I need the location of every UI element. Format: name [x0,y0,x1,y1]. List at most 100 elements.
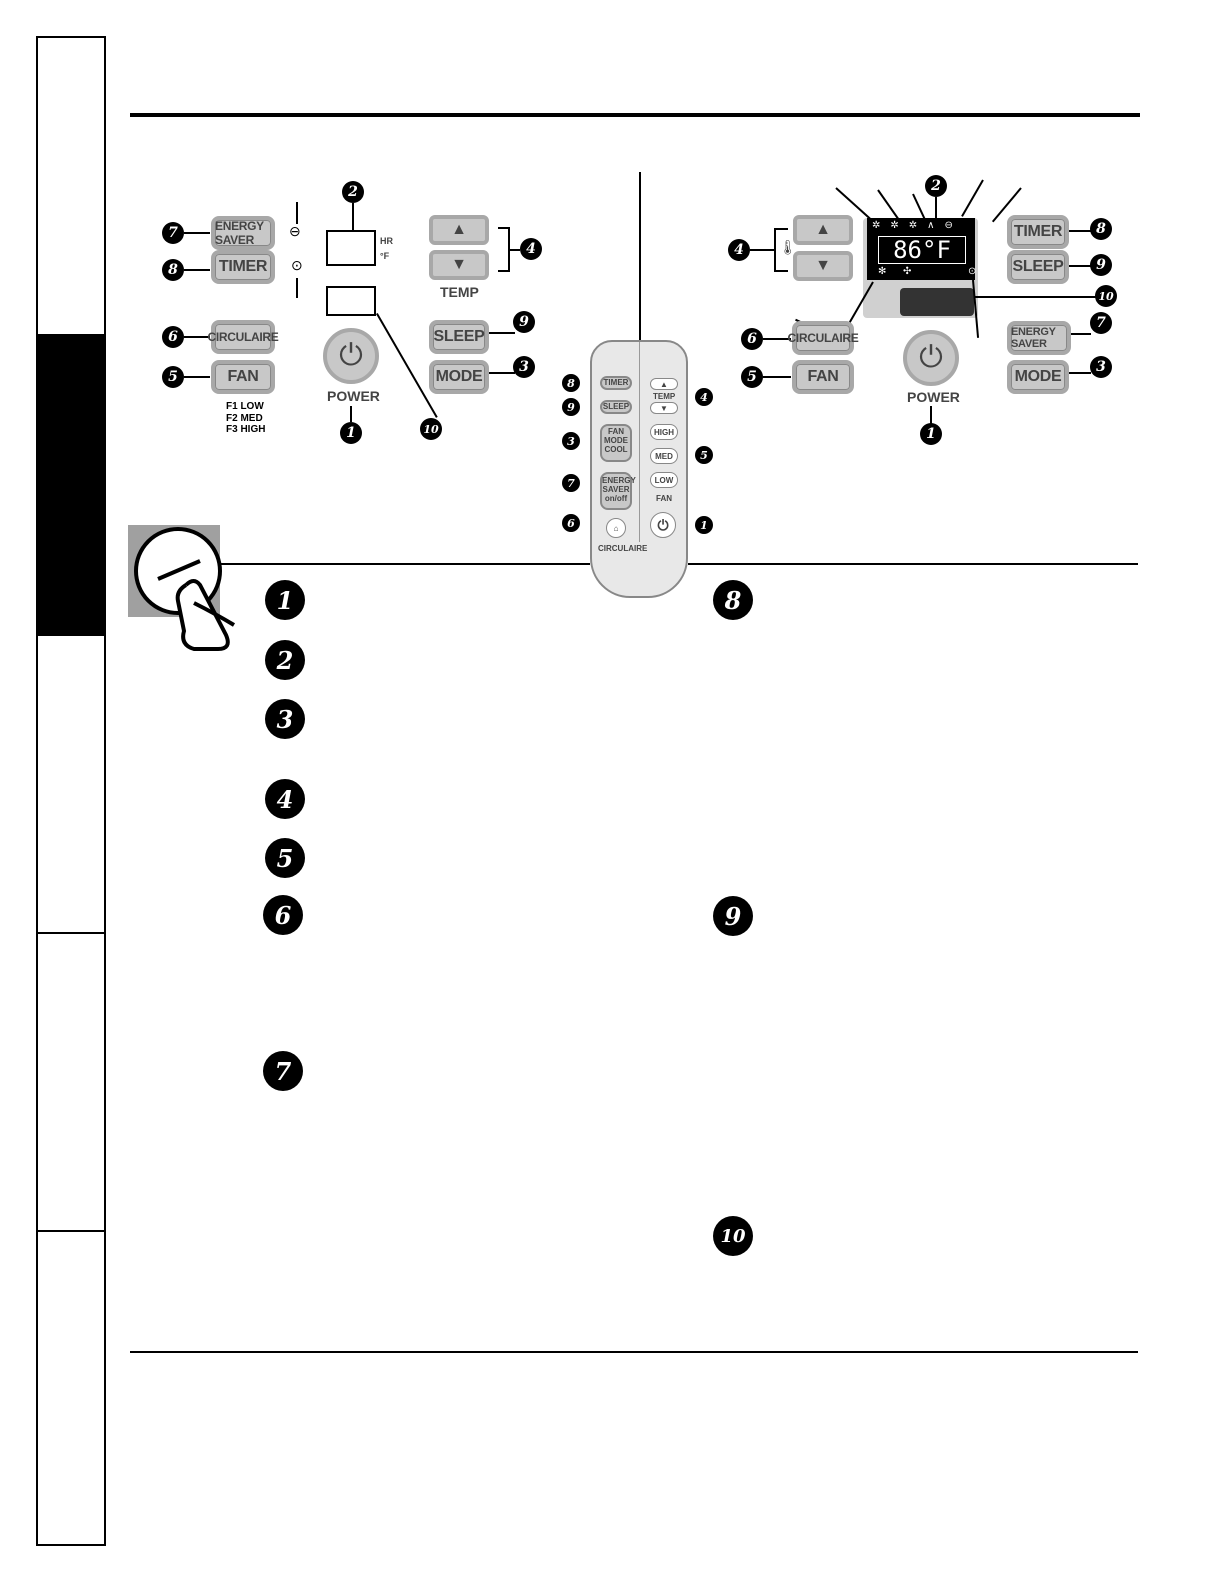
temp-down-button[interactable]: ▼ [429,250,489,280]
timer-indicator-icon: ⊙ [291,257,303,273]
right-temp-up-button[interactable]: ▲ [793,215,853,245]
remote-timer-button[interactable]: TIMER [600,376,632,390]
side-tab-5[interactable] [38,1232,104,1544]
right-callout-10: 10 [1095,285,1117,307]
remote-mode-button[interactable]: FAN MODE COOL [600,424,632,462]
down-arrow-icon: ▼ [660,403,668,413]
remote-power-button[interactable]: ⏻ [650,512,676,538]
snowflake-icon: ✻ [878,266,887,277]
lcd-mode-icons: ✲✲✲∧⊖ [872,220,963,231]
side-tab-strip [36,36,106,1546]
right-sleep-button[interactable]: SLEEP [1007,250,1069,284]
fan-speed-high: F3 HIGH [226,424,266,435]
power-button[interactable]: ⏻ [323,328,379,384]
circulaire-button[interactable]: CIRCULAIRE [208,320,279,354]
right-energy-saver-button[interactable]: ENERGY SAVER [1007,321,1071,355]
fan-button[interactable]: FAN [211,360,275,394]
up-arrow-icon: ▲ [451,221,467,238]
temp-label: TEMP [440,284,479,300]
power-icon: ⏻ [339,339,363,372]
right-callout-5: 5 [741,366,763,388]
remote-fan-high-button[interactable]: HIGH [650,424,678,440]
fan-speed-low: F1 LOW [226,401,264,412]
finger-pressing-dial-icon [134,527,236,651]
right-circulaire-button[interactable]: CIRCULAIRE [788,321,859,355]
section-marker-4: 4 [265,779,305,819]
right-callout-4: 4 [728,239,750,261]
section-marker-8: 8 [713,580,753,620]
thermometer-icon: 🌡 [779,239,797,255]
temp-up-button[interactable]: ▲ [429,215,489,245]
power-icon: ⏻ [657,516,669,533]
remote-fan-label: FAN [656,494,672,503]
right-mode-button[interactable]: MODE [1007,360,1069,394]
callout-3: 3 [513,356,535,378]
remote-onoff-label: on/off [604,493,628,503]
power-icon: ⏻ [919,341,943,374]
bottom-rule [130,1351,1138,1353]
remote-callout-7: 7 [562,474,580,492]
remote-temp-down-button[interactable]: ▼ [650,402,678,414]
remote-energy-label: ENERGY [602,476,636,485]
remote-callout-9: 9 [562,398,580,416]
side-tab-4[interactable] [38,934,104,1232]
section-marker-3: 3 [265,699,305,739]
timer-button[interactable]: TIMER [211,250,275,284]
right-callout-9: 9 [1090,254,1112,276]
lcd-temp-readout: 86°F [878,236,966,264]
remote-control: TIMER SLEEP FAN MODE COOL ENERGY SAVER o… [590,340,688,598]
section-marker-9: 9 [713,896,753,936]
fan-icon: ✣ [903,266,912,277]
remote-sleep-button[interactable]: SLEEP [600,400,632,414]
callout-7: 7 [162,222,184,244]
clock-icon: ⊙ [968,266,977,277]
side-tab-3[interactable] [38,636,104,934]
callout-9: 9 [513,311,535,333]
section-marker-7: 7 [263,1051,303,1091]
divider-line [639,172,641,342]
remote-temp-up-button[interactable]: ▲ [650,378,678,390]
remote-fan-low-button[interactable]: LOW [650,472,678,488]
right-temp-down-button[interactable]: ▼ [793,251,853,281]
fan-speed-legend: F1 LOW F2 MED F3 HIGH [226,401,265,436]
energy-saver-button[interactable]: ENERGY SAVER [211,216,275,250]
remote-saver-label: SAVER [602,484,630,494]
right-timer-button[interactable]: TIMER [1007,215,1069,249]
callout-10: 10 [420,418,442,440]
section-marker-6: 6 [263,895,303,935]
remote-fan-med-button[interactable]: MED [650,448,678,464]
remote-circulaire-label: CIRCULAIRE [598,544,648,553]
mode-button[interactable]: MODE [429,360,489,394]
callout-2: 2 [342,181,364,203]
right-power-button[interactable]: ⏻ [903,330,959,386]
right-callout-2: 2 [925,175,947,197]
right-callout-3: 3 [1090,356,1112,378]
remote-circulaire-button[interactable]: ⌂ [606,518,626,538]
remote-mode-label: MODE [604,435,628,445]
callout-4: 4 [520,238,542,260]
section-marker-2: 2 [265,640,305,680]
right-power-label: POWER [907,389,960,405]
remote-energy-saver-button[interactable]: ENERGY SAVER on/off [600,472,636,510]
fan-speed-med: F2 MED [226,412,263,424]
power-label: POWER [327,388,380,404]
section-rule-right [688,563,1138,565]
callout-1: 1 [340,422,362,444]
right-callout-7: 7 [1090,312,1112,334]
callout-5: 5 [162,366,184,388]
fahrenheit-label: °F [380,251,390,261]
side-tab-1[interactable] [38,38,104,336]
remote-callout-4: 4 [695,388,713,406]
sleep-button[interactable]: SLEEP [429,320,489,354]
section-marker-1: 1 [265,580,305,620]
remote-callout-6: 6 [562,514,580,532]
remote-sensor-window [900,288,974,316]
side-tab-2-active[interactable] [38,336,104,636]
remote-mode-cool: COOL [604,444,628,454]
right-fan-button[interactable]: FAN [792,360,854,394]
down-arrow-icon: ▼ [815,257,831,274]
section-marker-10: 10 [713,1216,753,1256]
temp-timer-display [326,230,376,266]
down-arrow-icon: ▼ [451,256,467,273]
section-marker-5: 5 [265,838,305,878]
